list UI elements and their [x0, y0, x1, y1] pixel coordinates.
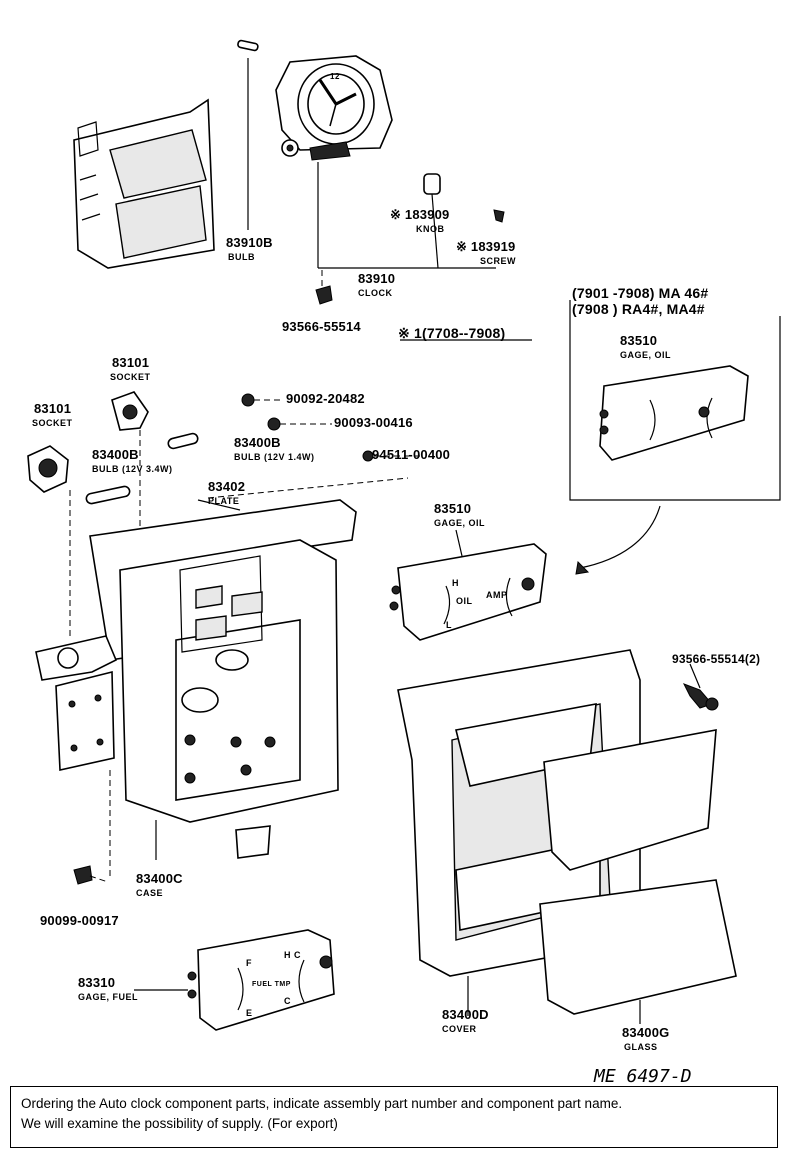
part-83310-code: 83310 [78, 975, 116, 990]
part-83400b1-name: BULB (12V 3.4W) [92, 464, 173, 474]
reference-number: ME 6497-D [594, 1066, 692, 1087]
part-83400c-name: CASE [136, 888, 164, 898]
part-83400g-code: 83400G [622, 1025, 670, 1040]
part-93566a-code: 93566-55514 [282, 319, 361, 334]
oil-gage-l: L [446, 620, 452, 630]
oil-gage-amp: AMP [486, 590, 508, 600]
part-90099-code: 90099-00917 [40, 913, 119, 928]
part-83101a-code: 83101 [112, 355, 150, 370]
fuel-gage-fuel-temp: FUEL TMP [252, 981, 291, 988]
part-183919-code: ※ 183919 [456, 239, 516, 254]
part-183909-name: KNOB [416, 224, 445, 234]
part-94511-code: 94511-00400 [372, 447, 451, 462]
part-83510b-code: 83510 [434, 501, 472, 516]
part-90093-code: 90093-00416 [334, 415, 413, 430]
fuel-gage-drawing [134, 929, 335, 1031]
variant-line-1: (7901 -7908) MA 46# [572, 285, 709, 301]
variant-line-2: (7908 ) RA4#, MA4# [572, 301, 705, 317]
part-83510b-name: GAGE, OIL [434, 518, 486, 528]
clock-drawing [275, 55, 393, 268]
remark-text: ※ 1(7708--7908) [398, 325, 506, 341]
part-83402-code: 83402 [208, 479, 246, 494]
part-83400c-code: 83400C [136, 871, 183, 886]
part-83400d-code: 83400D [442, 1007, 489, 1022]
part-83510a-name: GAGE, OIL [620, 350, 672, 360]
clock-numeral-12: 12 [330, 72, 340, 81]
part-83400g-name: GLASS [624, 1042, 658, 1052]
note-line-2: We will examine the possibility of suppl… [21, 1116, 338, 1131]
fuel-gage-c: C [284, 996, 291, 1006]
bulb-small-drawing [237, 39, 259, 230]
part-183919-name: SCREW [480, 256, 516, 266]
part-83400d-name: COVER [442, 1024, 477, 1034]
leader-lines [155, 339, 701, 1024]
note-box: Ordering the Auto clock component parts,… [10, 1086, 778, 1148]
fuel-gage-hc: H C [284, 950, 301, 960]
knob-screw-drawing [315, 173, 505, 305]
oil-gage-h: H [452, 578, 459, 588]
case-plate-drawing [35, 499, 357, 885]
part-83400b2-code: 83400B [234, 435, 281, 450]
variant-inset-drawing [569, 300, 781, 575]
fuel-gage-f: F [246, 958, 252, 968]
part-83402-name: PLATE [208, 496, 240, 506]
part-83101b-code: 83101 [34, 401, 72, 416]
part-183909-code: ※ 183909 [390, 207, 450, 222]
meter-housing-drawing [73, 98, 215, 269]
note-line-1: Ordering the Auto clock component parts,… [21, 1096, 623, 1111]
part-83910b-name: BULB [228, 252, 255, 262]
part-83101b-name: SOCKET [32, 418, 73, 428]
screw-right-drawing [682, 683, 719, 711]
part-90092-code: 90092-20482 [286, 391, 365, 406]
part-83400b1-code: 83400B [92, 447, 139, 462]
part-83400b2-name: BULB (12V 1.4W) [234, 452, 315, 462]
part-83910-name: CLOCK [358, 288, 393, 298]
part-83510a-code: 83510 [620, 333, 658, 348]
oil-gage-oil-amp: OIL [456, 596, 473, 606]
part-83910b-code: 83910B [226, 235, 273, 250]
part-83310-name: GAGE, FUEL [78, 992, 139, 1002]
part-83101a-name: SOCKET [110, 372, 151, 382]
part-83910-code: 83910 [358, 271, 396, 286]
part-93566b-code: 93566-55514(2) [672, 652, 761, 666]
socket-bulb-drawing [27, 391, 424, 640]
cover-glass-drawing [397, 649, 737, 1020]
fuel-gage-e: E [246, 1008, 253, 1018]
oil-gage-drawing [389, 529, 547, 641]
